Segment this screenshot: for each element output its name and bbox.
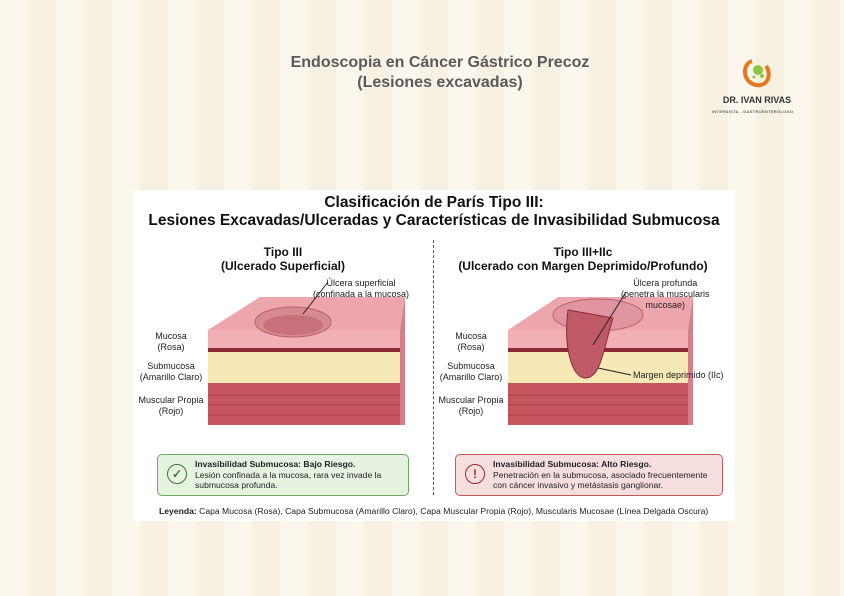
annotation-line: mucosae) <box>645 300 686 310</box>
annotation-line: Úlcera superficial <box>326 278 396 288</box>
logo: DR. IVAN RIVAS INTERNISTA - GASTROENTERÓ… <box>712 58 802 114</box>
exclamation-icon: ! <box>465 464 485 484</box>
left-annotation: Úlcera superficial(confinada a la mucosa… <box>313 278 409 300</box>
layer-color: (Rosa) <box>157 342 185 352</box>
layer-color: (Amarillo Claro) <box>439 372 503 382</box>
title-line-1: Endoscopia en Cáncer Gástrico Precoz <box>290 54 590 71</box>
right-subtitle: (Ulcerado con Margen Deprimido/Profundo) <box>458 259 708 273</box>
margin-annotation: Margen deprimido (IIc) <box>633 370 724 380</box>
check-icon: ✓ <box>167 464 187 484</box>
layer-color: (Rojo) <box>158 406 184 416</box>
title-line-2: (Lesiones excavadas) <box>357 74 523 91</box>
diagrams <box>208 281 693 425</box>
annotation-line: (confinada a la mucosa) <box>313 289 410 299</box>
right-layer-muscular: Muscular Propia(Rojo) <box>436 395 506 417</box>
legend: Leyenda: Capa Mucosa (Rosa), Capa Submuc… <box>159 506 708 516</box>
logo-name: DR. IVAN RIVAS <box>722 95 792 105</box>
right-panel-title: Tipo III+IIc(Ulcerado con Margen Deprimi… <box>453 245 713 273</box>
box-title: Invasibilidad Submucosa: Alto Riesgo. <box>493 459 652 469</box>
layer-color: (Rojo) <box>458 406 484 416</box>
left-block <box>208 281 405 425</box>
stomach-logo-icon <box>743 59 771 88</box>
legend-label: Leyenda: <box>159 506 197 516</box>
left-layer-mucosa: Mucosa(Rosa) <box>136 331 206 353</box>
slide-title: Endoscopia en Cáncer Gástrico Precoz (Les… <box>240 53 640 93</box>
box-text: Lesión confinada a la mucosa, rara vez i… <box>195 469 382 491</box>
low-risk-box: ✓ Invasibilidad Submucosa: Bajo Riesgo. … <box>157 454 409 496</box>
annotation-line: (penetra la muscularis <box>621 289 710 299</box>
layer-name: Muscular Propia <box>438 395 504 405</box>
layer-name: Mucosa <box>155 331 187 341</box>
right-layer-submucosa: Submucosa(Amarillo Claro) <box>436 361 506 383</box>
figure-subtitle: Lesiones Excavadas/Ulceradas y Caracterí… <box>148 212 720 229</box>
layer-color: (Amarillo Claro) <box>139 372 203 382</box>
left-title: Tipo III <box>263 245 303 259</box>
left-panel-title: Tipo III(Ulcerado Superficial) <box>183 245 383 273</box>
figure: Clasificación de París Tipo III: Lesione… <box>133 190 735 521</box>
right-layer-mucosa: Mucosa(Rosa) <box>436 331 506 353</box>
high-risk-box: ! Invasibilidad Submucosa: Alto Riesgo. … <box>455 454 723 496</box>
figure-title: Clasificación de París Tipo III: <box>324 194 544 211</box>
box-text: Penetración en la submucosa, asociado fr… <box>493 469 708 491</box>
layer-color: (Rosa) <box>457 342 485 352</box>
left-layer-submucosa: Submucosa(Amarillo Claro) <box>136 361 206 383</box>
logo-subtitle: INTERNISTA - GASTROENTERÓLOGO <box>712 109 794 114</box>
right-block <box>508 291 693 425</box>
layer-name: Submucosa <box>447 361 495 371</box>
right-title: Tipo III+IIc <box>553 245 613 259</box>
layer-name: Mucosa <box>455 331 487 341</box>
box-title: Invasibilidad Submucosa: Bajo Riesgo. <box>195 459 356 469</box>
layer-name: Muscular Propia <box>138 395 204 405</box>
divider <box>433 240 434 495</box>
legend-text: Capa Mucosa (Rosa), Capa Submucosa (Amar… <box>196 506 709 516</box>
left-layer-muscular: Muscular Propia(Rojo) <box>136 395 206 417</box>
annotation-line: Úlcera profunda <box>633 278 698 288</box>
layer-name: Submucosa <box>147 361 195 371</box>
left-subtitle: (Ulcerado Superficial) <box>220 259 346 273</box>
